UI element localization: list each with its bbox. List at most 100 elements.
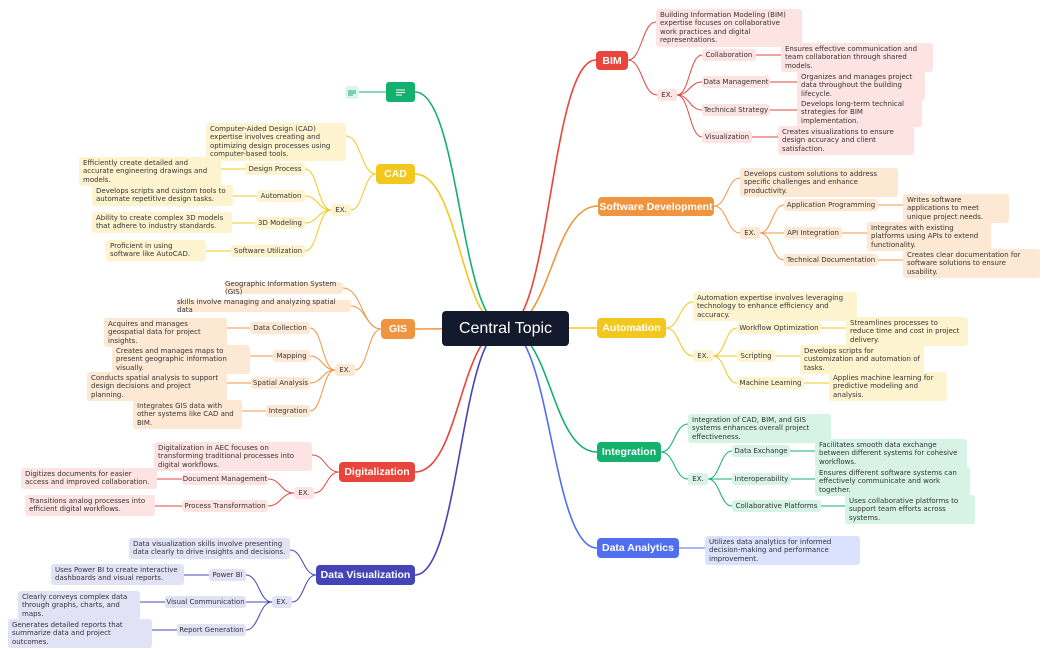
- bim-item-data-management[interactable]: Data Management: [702, 76, 770, 88]
- dataviz-detail-power-bi: Uses Power BI to create interactive dash…: [51, 564, 184, 585]
- branch-bim[interactable]: BIM: [596, 51, 628, 70]
- connector-line: [660, 423, 689, 453]
- digitalization-detail-document-management: Digitizes documents for easier access an…: [21, 468, 157, 489]
- cad-detail-software-utilization: Proficient in using software like AutoCA…: [106, 240, 206, 261]
- connector-line: [350, 305, 382, 330]
- connector-line: [414, 173, 506, 329]
- note-icon[interactable]: [345, 86, 359, 99]
- bim-detail-technical-strategy: Develops long-term technical strategies …: [797, 98, 922, 128]
- gis-ex-label: EX.: [335, 364, 355, 376]
- connector-line: [245, 601, 273, 631]
- software-item-application-programming[interactable]: Application Programming: [784, 199, 878, 211]
- dataviz-description: Data visualization skills involve presen…: [129, 538, 290, 559]
- gis-detail-spatial-analysis: Conducts spatial analysis to support des…: [87, 372, 227, 402]
- connector-line: [504, 327, 598, 453]
- connector-line: [354, 328, 382, 371]
- software-ex-label: EX.: [740, 227, 760, 239]
- cad-item-automation[interactable]: Automation: [257, 190, 305, 202]
- connector-line: [665, 301, 694, 329]
- connector-line: [311, 454, 340, 473]
- connector-line: [676, 81, 703, 96]
- bim-ex-label: EX.: [657, 89, 677, 101]
- bim-item-technical-strategy[interactable]: Technical Strategy: [702, 104, 770, 116]
- lines-icon: [348, 90, 356, 95]
- cad-item-3d-modeling[interactable]: 3D Modeling: [255, 217, 305, 229]
- integration-description: Integration of CAD, BIM, and GIS systems…: [688, 414, 831, 444]
- dataviz-item-report-generation[interactable]: Report Generation: [177, 624, 246, 636]
- branch-data-visualization[interactable]: Data Visualization: [316, 565, 415, 585]
- dataviz-detail-report-generation: Generates detailed reports that summariz…: [8, 619, 152, 649]
- gis-item-mapping[interactable]: Mapping: [273, 350, 310, 362]
- automation-description: Automation expertise involves leveraging…: [693, 292, 857, 322]
- branch-integration[interactable]: Integration: [597, 442, 661, 462]
- automation-detail-machine-learning: Applies machine learning for predictive …: [829, 372, 947, 402]
- connector-line: [627, 59, 658, 96]
- bim-item-visualization[interactable]: Visualization: [702, 131, 752, 143]
- gis-item-integration[interactable]: Integration: [266, 405, 310, 417]
- digitalization-description: Digitalization in AEC focuses on transfo…: [154, 442, 312, 472]
- connector-line: [304, 195, 332, 211]
- gis-detail-integration: Integrates GIS data with other systems l…: [133, 400, 242, 430]
- branch-data-analytics[interactable]: Data Analytics: [597, 538, 679, 558]
- dataviz-item-visual-communication[interactable]: Visual Communication: [165, 596, 246, 608]
- connector-line: [245, 574, 273, 603]
- branch-automation[interactable]: Automation: [597, 318, 666, 338]
- gis-description-line1: Geographic Information System (GIS): [225, 280, 343, 296]
- central-topic[interactable]: Central Topic: [442, 311, 569, 346]
- software-item-api-integration[interactable]: API Integration: [784, 227, 842, 239]
- connector-line: [504, 327, 598, 549]
- connector-line: [289, 549, 317, 576]
- gis-description-line2: skills involve managing and analyzing sp…: [177, 298, 351, 314]
- automation-detail-scripting: Develops scripts for customization and a…: [800, 345, 924, 375]
- gis-item-data-collection[interactable]: Data Collection: [250, 322, 310, 334]
- automation-ex-label: EX.: [693, 350, 713, 362]
- software-detail-application-programming: Writes software applications to meet uni…: [903, 194, 1009, 224]
- connector-line: [665, 327, 694, 357]
- bim-item-collaboration[interactable]: Collaboration: [702, 49, 756, 61]
- connector-line: [712, 327, 738, 357]
- integration-detail-data-exchange: Facilitates smooth data exchange between…: [815, 439, 967, 469]
- integration-ex-label: EX.: [688, 473, 708, 485]
- cad-item-design-process[interactable]: Design Process: [245, 163, 305, 175]
- branch-cad[interactable]: CAD: [376, 164, 415, 184]
- integration-item-collaborative-platforms[interactable]: Collaborative Platforms: [732, 500, 821, 512]
- software-item-technical-documentation[interactable]: Technical Documentation: [784, 254, 878, 266]
- gis-item-spatial-analysis[interactable]: Spatial Analysis: [251, 377, 310, 389]
- connector-line: [414, 327, 506, 576]
- digitalization-item-process-transformation[interactable]: Process Transformation: [182, 500, 268, 512]
- cad-detail-automation: Develops scripts and custom tools to aut…: [92, 185, 233, 206]
- integration-item-data-exchange[interactable]: Data Exchange: [732, 445, 790, 457]
- connector-line: [304, 168, 332, 211]
- connector-line: [660, 451, 689, 480]
- dataviz-item-power-bi[interactable]: Power BI: [209, 569, 246, 581]
- analytics-description: Utilizes data analytics for informed dec…: [705, 536, 860, 566]
- connector-line: [267, 492, 295, 507]
- gis-detail-data-collection: Acquires and manages geospatial data for…: [104, 318, 227, 348]
- software-description: Develops custom solutions to address spe…: [740, 168, 898, 198]
- digitalization-ex-label: EX.: [294, 487, 314, 499]
- connector-line: [759, 232, 785, 261]
- integration-item-interoperability[interactable]: Interoperability: [732, 473, 791, 485]
- automation-item-scripting[interactable]: Scripting: [737, 350, 775, 362]
- digitalization-item-document-management[interactable]: Document Management: [182, 473, 268, 485]
- branch-gis[interactable]: GIS: [381, 319, 415, 339]
- connector-line: [309, 327, 336, 371]
- connector-line: [304, 209, 332, 252]
- connector-line: [267, 478, 295, 494]
- cad-item-software-utilization[interactable]: Software Utilization: [231, 245, 305, 257]
- connector-line: [414, 91, 506, 329]
- bim-detail-collaboration: Ensures effective communication and team…: [781, 43, 933, 73]
- connector-line: [676, 94, 703, 111]
- software-detail-api-integration: Integrates with existing platforms using…: [867, 222, 991, 252]
- software-detail-technical-documentation: Creates clear documentation for software…: [903, 249, 1040, 279]
- bim-detail-data-management: Organizes and manages project data throu…: [797, 71, 925, 101]
- automation-item-machine-learning[interactable]: Machine Learning: [737, 377, 804, 389]
- topic-icon-button[interactable]: [386, 82, 415, 102]
- connector-line: [676, 94, 703, 138]
- connector-line: [504, 59, 597, 329]
- branch-software-development[interactable]: Software Development: [598, 197, 714, 216]
- automation-item-workflow-optimization[interactable]: Workflow Optimization: [737, 322, 821, 334]
- cad-description: Computer-Aided Design (CAD) expertise in…: [206, 123, 346, 161]
- branch-digitalization[interactable]: Digitalization: [339, 462, 415, 482]
- connector-line: [345, 135, 377, 175]
